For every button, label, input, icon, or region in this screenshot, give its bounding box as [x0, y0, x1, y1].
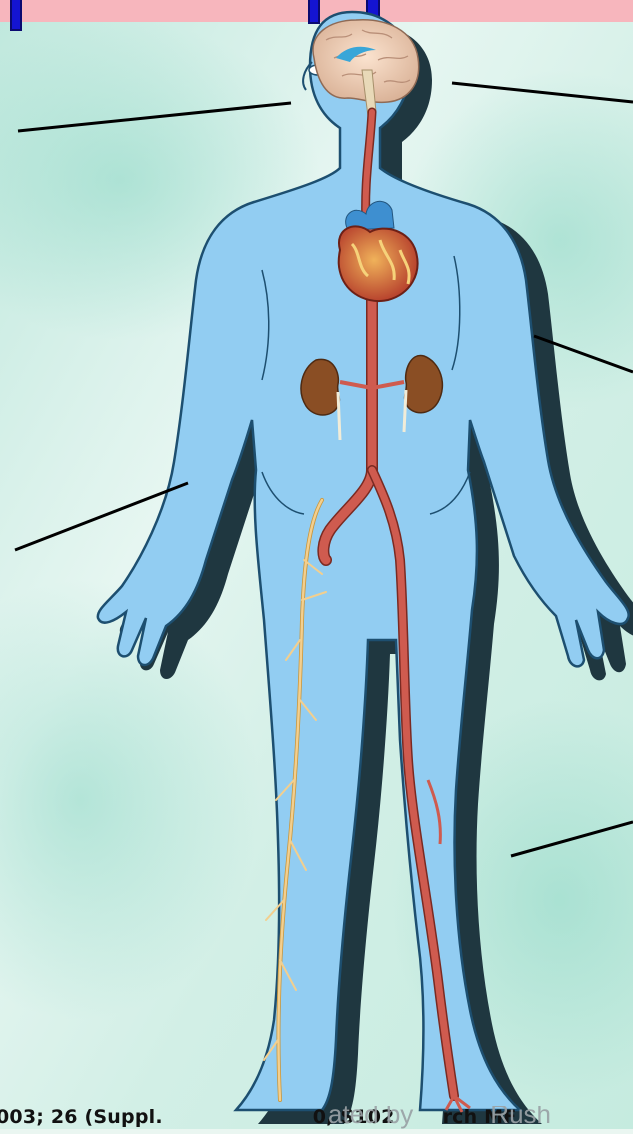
watermark-part-2: Rush: [490, 1106, 551, 1129]
watermark-part-1: ated by: [328, 1106, 413, 1129]
citation-part-1: 003; 26 (Suppl.: [0, 1106, 163, 1128]
marker-center-left: [309, 0, 319, 23]
watermark: ated by Rush: [328, 1106, 551, 1129]
marker-left: [11, 0, 21, 30]
